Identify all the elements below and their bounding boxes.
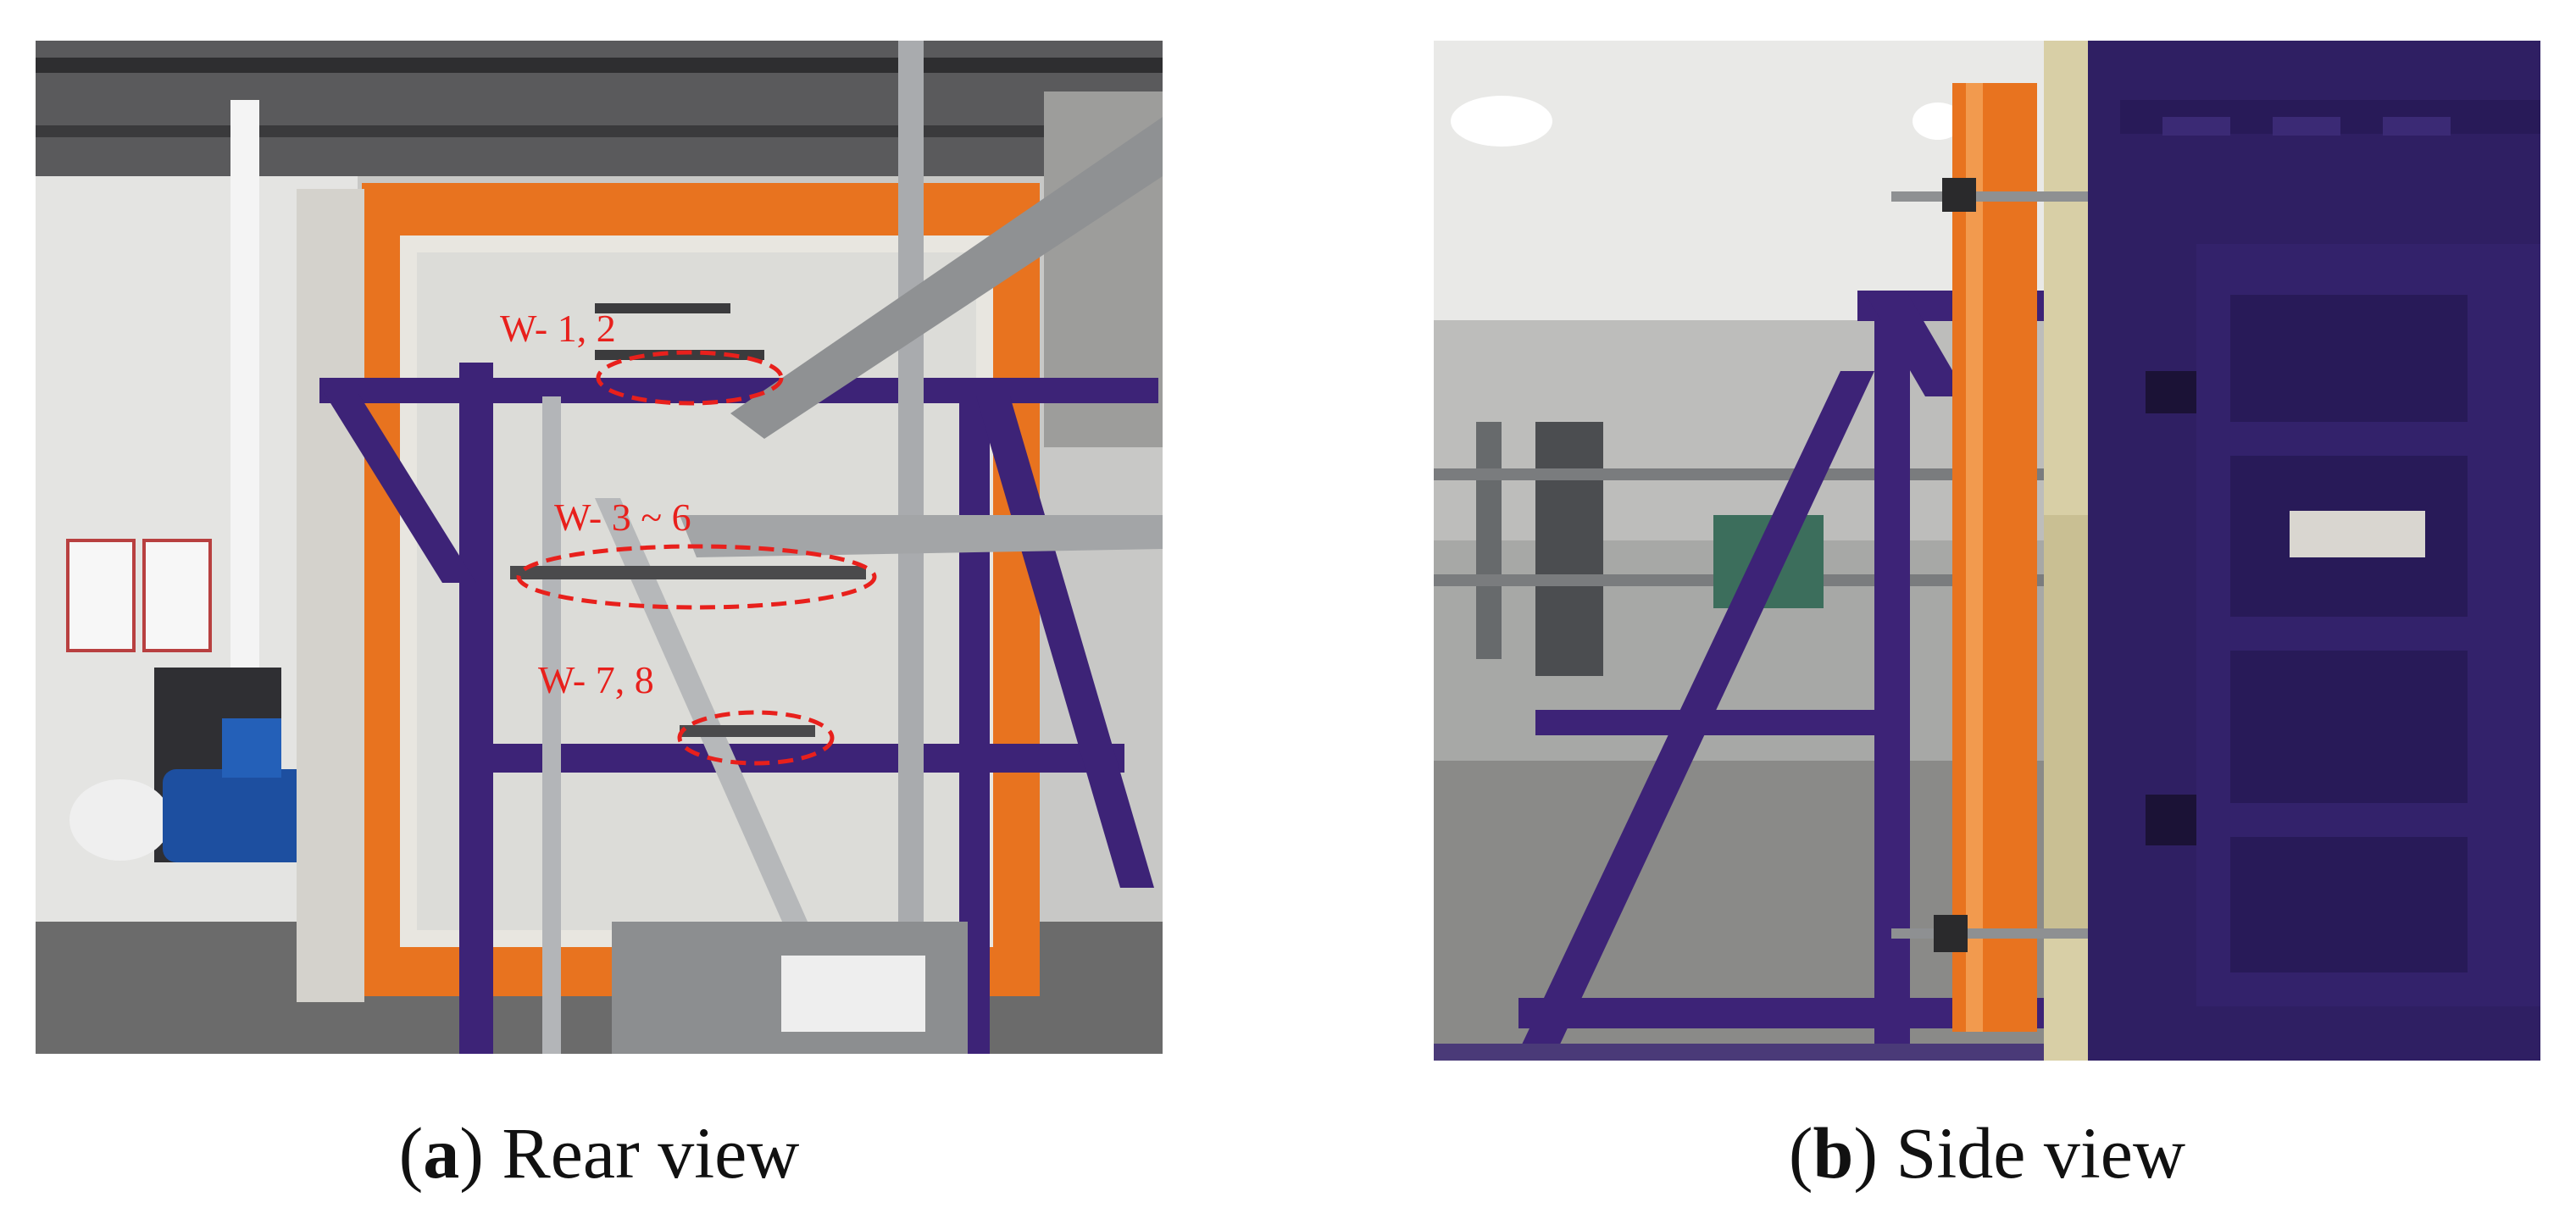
rear-view-scene: W- 1, 2 W- 3 ~ 6 W- 7, 8 [36, 41, 1163, 1054]
caption-side-view: (b) Side view [1788, 1112, 2186, 1194]
annotation-w-7-8: W- 7, 8 [538, 658, 654, 701]
caption-b-letter: b [1813, 1112, 1854, 1194]
caption-b-text: Side view [1896, 1112, 2186, 1194]
annotation-w-3-6: W- 3 ~ 6 [554, 496, 691, 539]
side-view-photo [1434, 41, 2540, 1061]
side-view-scene [1434, 41, 2540, 1061]
annotation-w-1-2: W- 1, 2 [500, 307, 616, 350]
caption-rear-view: (a) Rear view [398, 1112, 800, 1194]
caption-a-letter: a [423, 1112, 460, 1194]
caption-a-text: Rear view [502, 1112, 800, 1194]
rear-view-photo: W- 1, 2 W- 3 ~ 6 W- 7, 8 [36, 41, 1163, 1054]
